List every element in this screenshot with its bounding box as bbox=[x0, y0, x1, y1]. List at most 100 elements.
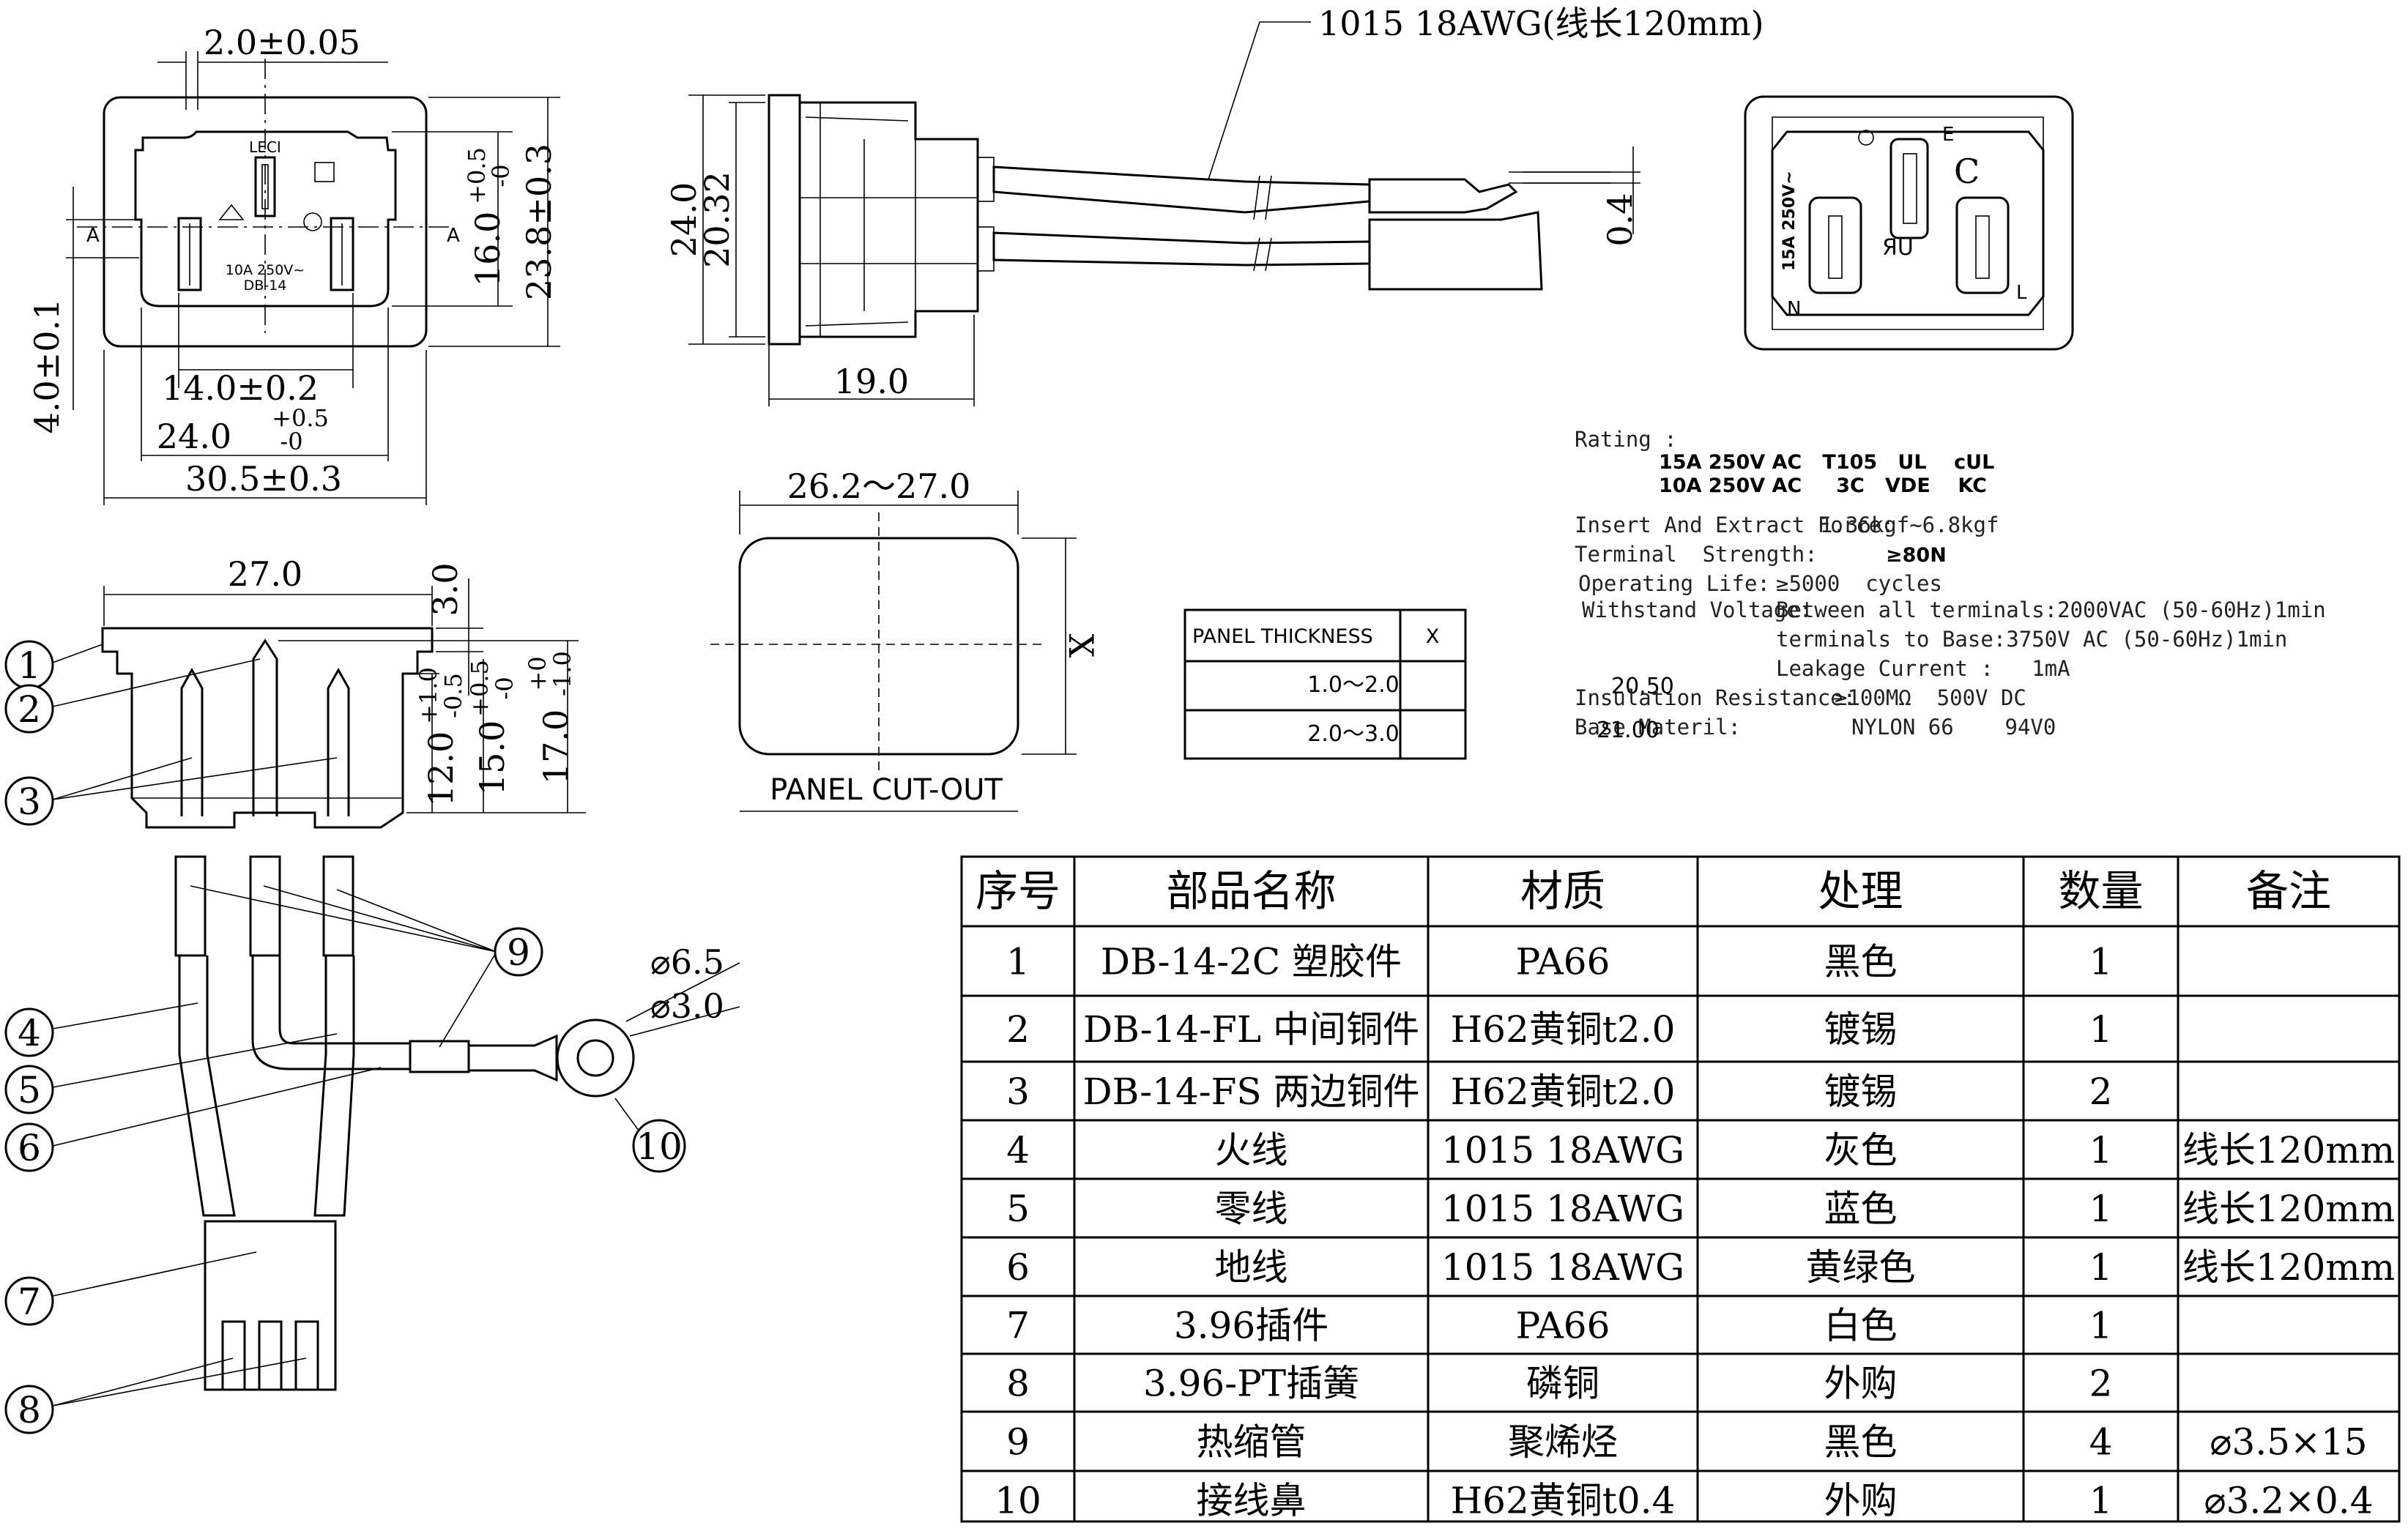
panel-table-header-thickness: PANEL THICKNESS bbox=[1192, 625, 1373, 648]
dim-terminal-thickness: 0.4 bbox=[1600, 193, 1640, 246]
dim-inner-width: 24.0 bbox=[157, 417, 231, 456]
rear-mark-e: E bbox=[1942, 124, 1954, 146]
bom-row-7-material: PA66 bbox=[1516, 1305, 1610, 1347]
shrink-tube-right bbox=[322, 855, 354, 957]
side-flange bbox=[768, 94, 801, 346]
wire-neutral bbox=[251, 956, 412, 1070]
bom-row-10-qty: 1 bbox=[2089, 1480, 2113, 1522]
bom-row-9-finish: 黑色 bbox=[1824, 1421, 1898, 1464]
bom-header-name: 部品名称 bbox=[1166, 866, 1336, 916]
bom-row-7-finish: 白色 bbox=[1824, 1305, 1898, 1347]
bom-row-10-finish: 外购 bbox=[1824, 1480, 1898, 1522]
balloon-8: 8 bbox=[4, 1385, 54, 1434]
rear-view: E C N L ЯU 15A 250V~ bbox=[1744, 95, 2074, 351]
bom-row-9-no: 9 bbox=[1006, 1421, 1030, 1464]
bom-row-5-material: 1015 18AWG bbox=[1441, 1188, 1684, 1230]
dim-pin2: 15.0 bbox=[472, 720, 512, 795]
bom-row-1-finish: 黑色 bbox=[1824, 941, 1898, 983]
section-pin-left bbox=[180, 667, 204, 816]
dim-inner-width-tol: +0.5 bbox=[272, 404, 329, 432]
dim-cutout-width: 26.2～27.0 bbox=[787, 466, 971, 506]
bom-row-3-qty: 2 bbox=[2089, 1070, 2113, 1113]
svg-text:4: 4 bbox=[18, 1012, 41, 1054]
front-earth-pin-slot bbox=[261, 164, 269, 209]
svg-text:8: 8 bbox=[18, 1389, 41, 1431]
bom-row-7-name: 3.96插件 bbox=[1174, 1305, 1329, 1347]
ring-inner-diameter: ⌀3.0 bbox=[650, 986, 724, 1026]
bom-row-6-name: 地线 bbox=[1215, 1246, 1288, 1289]
ring-outer-diameter: ⌀6.5 bbox=[650, 942, 724, 982]
specifications: Rating : 15A 250V AC T105 UL cUL 10A 250… bbox=[1575, 427, 2326, 743]
balloon-7: 7 bbox=[4, 1276, 54, 1326]
safety-triangle-icon bbox=[218, 204, 245, 220]
bom-row-4-finish: 灰色 bbox=[1824, 1129, 1898, 1171]
spec-insert-value: 1.36kgf~6.8kgf bbox=[1820, 513, 1999, 537]
section-mark-left: A bbox=[86, 225, 100, 247]
rear-mark-l: L bbox=[2016, 282, 2027, 304]
dim-cutout-height: X bbox=[1061, 634, 1101, 658]
bom-row-1-name: DB-14-2C 塑胶件 bbox=[1101, 941, 1402, 983]
dim-section-top-width: 27.0 bbox=[228, 554, 302, 594]
dim-outer-width: 30.5±0.3 bbox=[185, 459, 342, 499]
dim-side-height-inner: 20.32 bbox=[697, 171, 737, 268]
svg-text:2: 2 bbox=[18, 688, 41, 731]
balloon-4: 4 bbox=[4, 1007, 54, 1057]
bom-row-9-qty: 4 bbox=[2089, 1421, 2113, 1464]
svg-text:+0: +0 bbox=[524, 656, 551, 690]
spec-terminal-value: ≥80N bbox=[1886, 544, 1947, 567]
balloon-3: 3 bbox=[4, 776, 54, 826]
ring-terminal-hole bbox=[576, 1039, 614, 1077]
rear-earth-terminal bbox=[1889, 138, 1929, 239]
bom-row-4-note: 线长120mm bbox=[2182, 1129, 2395, 1171]
spec-insert-label: Insert And Extract Force: bbox=[1575, 513, 1895, 537]
wire-earth bbox=[313, 956, 355, 1217]
spec-stray-value1: 20.50 bbox=[1611, 674, 1674, 699]
bom-row-6-no: 6 bbox=[1006, 1246, 1030, 1289]
spec-life-label: Operating Life: bbox=[1578, 571, 1770, 596]
svg-text:-0: -0 bbox=[491, 677, 519, 699]
svg-text:10: 10 bbox=[636, 1125, 683, 1168]
rear-outer-frame bbox=[1744, 95, 2074, 351]
svg-text:3: 3 bbox=[18, 781, 41, 823]
side-body bbox=[798, 101, 979, 338]
balloon-2: 2 bbox=[4, 684, 54, 734]
spec-life-value: ≥5000 cycles bbox=[1776, 571, 1942, 596]
front-model-text: DB-14 bbox=[244, 277, 287, 294]
balloon-10: 10 bbox=[632, 1119, 686, 1173]
bom-row-8-no: 8 bbox=[1006, 1363, 1030, 1405]
bom-row-1-material: PA66 bbox=[1516, 941, 1610, 983]
bom-row-8-finish: 外购 bbox=[1824, 1363, 1898, 1405]
bom-row-4-no: 4 bbox=[1006, 1129, 1030, 1171]
bom-table-border bbox=[960, 855, 2401, 1523]
spec-stray-value2: 21.00 bbox=[1597, 718, 1660, 743]
side-view: 1015 18AWG(线长120mm) 24.0 20.32 19.0 0.4 bbox=[664, 4, 1764, 406]
spec-insulation-value: ≥100MΩ 500V DC bbox=[1835, 685, 2026, 710]
front-rating-text: 10A 250V~ bbox=[226, 262, 305, 278]
dim-side-depth: 19.0 bbox=[834, 362, 909, 401]
ring-tube bbox=[409, 1040, 470, 1073]
svg-text:-0: -0 bbox=[280, 428, 302, 455]
spec-rating-label: Rating : bbox=[1575, 427, 1677, 452]
bom-row-5-qty: 1 bbox=[2089, 1188, 2113, 1230]
svg-text:6: 6 bbox=[18, 1127, 41, 1169]
bom-row-5-no: 5 bbox=[1006, 1188, 1030, 1230]
bom-row-3-no: 3 bbox=[1006, 1070, 1030, 1113]
svg-text:1: 1 bbox=[18, 644, 41, 687]
bom-header-finish: 处理 bbox=[1818, 866, 1903, 916]
bom-row-2-name: DB-14-FL 中间铜件 bbox=[1083, 1008, 1419, 1051]
dim-outer-height: 23.8±0.3 bbox=[519, 144, 559, 300]
spec-base-value: NYLON 66 94V0 bbox=[1851, 715, 2056, 740]
cutout-caption: PANEL CUT-OUT bbox=[770, 773, 1003, 807]
balloon-1: 1 bbox=[4, 640, 54, 690]
bom-row-10-material: H62黄铜t0.4 bbox=[1451, 1480, 1676, 1522]
spec-terminal-label: Terminal Strength: bbox=[1575, 542, 1818, 567]
panel-thickness-table: PANEL THICKNESS X 1.0～2.0 2.0～3.0 bbox=[1183, 608, 1467, 760]
side-connector bbox=[1368, 211, 1543, 291]
bom-header-no: 序号 bbox=[976, 866, 1060, 916]
svg-text:5: 5 bbox=[18, 1069, 41, 1111]
spec-withstand-value1: Between all terminals:2000VAC (50-60Hz)1… bbox=[1776, 597, 2326, 622]
bom-row-10-name: 接线鼻 bbox=[1197, 1480, 1307, 1522]
panel-cutout: 26.2～27.0 X PANEL CUT-OUT bbox=[710, 466, 1101, 812]
svg-text:-0.5: -0.5 bbox=[439, 673, 467, 718]
section-housing bbox=[101, 627, 434, 829]
